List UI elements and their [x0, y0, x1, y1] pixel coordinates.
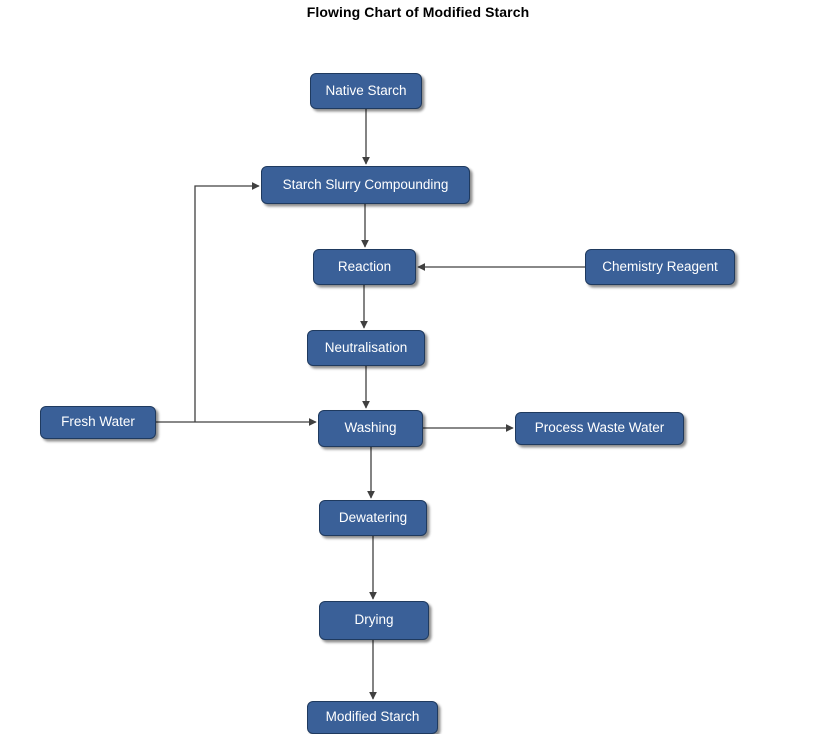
node-native-starch[interactable]: Native Starch	[310, 73, 422, 109]
node-label: Starch Slurry Compounding	[282, 176, 449, 192]
node-drying[interactable]: Drying	[319, 601, 429, 640]
node-label: Neutralisation	[324, 339, 408, 355]
node-starch-slurry-compounding[interactable]: Starch Slurry Compounding	[261, 166, 470, 204]
node-reaction[interactable]: Reaction	[313, 249, 416, 285]
node-fresh-water[interactable]: Fresh Water	[40, 406, 156, 439]
page-title: Flowing Chart of Modified Starch	[306, 4, 530, 20]
node-label: Modified Starch	[325, 709, 420, 725]
node-label: Chemistry Reagent	[602, 258, 718, 274]
node-dewatering[interactable]: Dewatering	[319, 500, 427, 536]
node-label: Native Starch	[325, 82, 407, 98]
node-chemistry-reagent[interactable]: Chemistry Reagent	[585, 249, 735, 285]
node-washing[interactable]: Washing	[318, 410, 423, 447]
node-label: Fresh Water	[61, 414, 135, 430]
node-neutralisation[interactable]: Neutralisation	[307, 330, 425, 366]
node-label: Dewatering	[338, 509, 408, 525]
node-modified-starch[interactable]: Modified Starch	[307, 701, 438, 734]
node-label: Reaction	[337, 258, 392, 274]
edge-recycle-to-slurry	[194, 182, 260, 422]
node-label: Process Waste Water	[534, 420, 665, 436]
node-label: Drying	[354, 612, 394, 628]
node-label: Washing	[344, 420, 397, 436]
node-process-waste-water[interactable]: Process Waste Water	[515, 412, 684, 445]
